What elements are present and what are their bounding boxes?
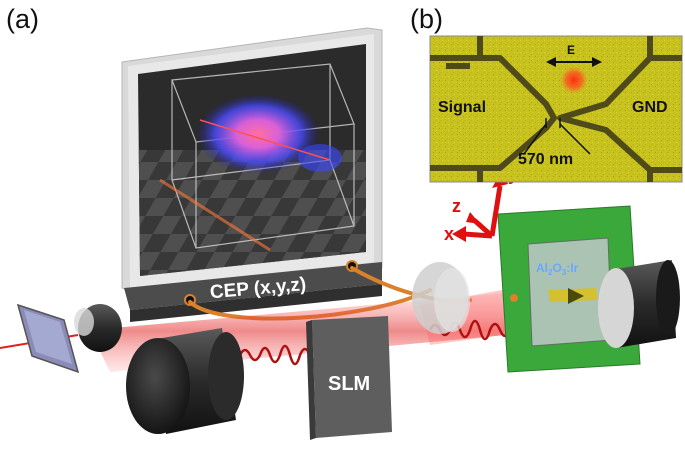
panel-b-label: (b): [410, 4, 443, 34]
laser-spot: [560, 66, 588, 94]
field-arrow: [546, 57, 602, 67]
axis-z-label: z: [452, 196, 461, 216]
telescope-cylinder-left: [126, 328, 244, 434]
emission-blob: [196, 94, 320, 174]
slm-label: SLM: [328, 373, 370, 395]
small-lens-mount: [74, 304, 122, 352]
sample-label: Al2O3:Ir: [536, 261, 579, 277]
panel-a-label: (a): [6, 4, 39, 34]
monitor: CEP (x,y,z): [121, 27, 383, 322]
inset-sem-image: E Signal GND 570 nm: [429, 35, 683, 183]
slm-device: SLM: [306, 316, 392, 440]
telescope-cylinder-right: [598, 260, 680, 348]
coordinate-axes: y x z: [444, 164, 518, 244]
axis-x-label: x: [444, 224, 454, 244]
gap-label: 570 nm: [518, 151, 573, 168]
signal-label: Signal: [438, 99, 486, 116]
field-label: E: [567, 43, 575, 57]
input-grating: [16, 303, 80, 374]
focusing-lens: [412, 262, 470, 334]
gnd-label: GND: [632, 99, 668, 116]
